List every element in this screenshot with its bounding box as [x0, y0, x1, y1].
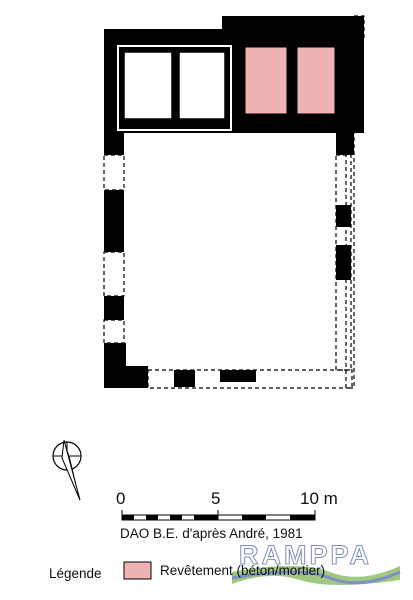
- logo-wordmark: RAMPPA: [238, 540, 373, 571]
- scale-label-0: 0: [116, 489, 126, 508]
- legend-title: Légende: [49, 566, 102, 581]
- scale-bar: [121, 510, 316, 521]
- north-arrow-icon: [52, 439, 82, 501]
- south-wall: [104, 366, 353, 389]
- logo-waves: [231, 566, 401, 585]
- scale-label-5: 5: [211, 489, 221, 508]
- east-wall: [335, 15, 365, 389]
- credit-text: DAO B.E. d'après André, 1981: [120, 526, 303, 541]
- legend-item-label: Revêtement (béton/mortier): [160, 563, 326, 578]
- legend-swatch: [123, 561, 152, 580]
- coated-cells: [244, 46, 336, 115]
- scale-label-10: 10 m: [300, 489, 338, 508]
- west-wall: [103, 154, 126, 388]
- room-outline: [117, 45, 232, 131]
- empty-cells: [123, 51, 226, 120]
